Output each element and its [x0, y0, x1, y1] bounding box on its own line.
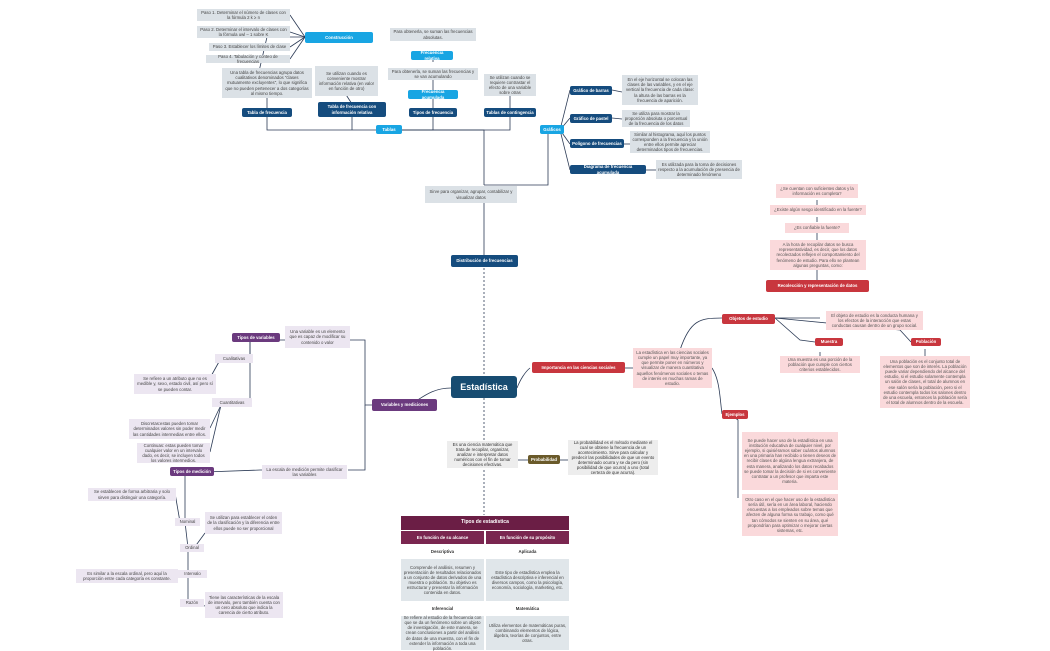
tipos-col-alcance: En función de su alcance	[401, 531, 484, 544]
muestra-desc: Una muestra es una porción de la poblaci…	[780, 356, 860, 373]
poblacion-node[interactable]: Población	[911, 338, 941, 346]
construccion-node[interactable]: Construcción	[305, 32, 373, 43]
ejemplos-node[interactable]: Ejemplos	[722, 410, 748, 419]
importancia-node[interactable]: Importancia en las ciencias sociales	[532, 362, 625, 373]
central-topic[interactable]: Estadística	[451, 376, 517, 398]
diagrama-acumulada-node[interactable]: Diagrama de frecuencia acumulada	[570, 164, 646, 175]
paso-1: Paso 1. Determinar el número de clases c…	[197, 9, 290, 21]
cualitativas-desc: Se refiere a un atributo que no es medib…	[134, 374, 216, 394]
distribucion-desc: Sirve para organizar, agrupar, contabili…	[425, 186, 517, 203]
tablas-node[interactable]: Tablas	[376, 125, 402, 134]
razon-desc: Tiene las características de la escala d…	[205, 592, 283, 618]
medicion-desc: La escala de medición permite clasificar…	[262, 465, 347, 479]
paso-2: Paso 2. Determinar el intervalo de clase…	[197, 26, 290, 38]
nominal-desc: Se establecen de forma arbitraria y solo…	[88, 488, 176, 501]
objetos-desc: El objeto de estudio es la conducta huma…	[826, 311, 923, 330]
tabla-relativa-desc: Se utilizan cuando es conveniente mostra…	[315, 66, 378, 96]
matematica-header: Matemática	[486, 603, 569, 615]
matematica-desc: Utiliza elementos de matemáticas puras, …	[486, 616, 569, 650]
probabilidad-node[interactable]: Probabilidad	[528, 455, 560, 464]
frecuencia-relativa-desc: Para obtenerla, se suman las frecuencias…	[390, 28, 476, 41]
grafico-barras-desc: En el eje horizontal se colocan las clas…	[622, 75, 698, 105]
ejemplo-1: Se puede hacer uso de la estadística en …	[742, 432, 838, 490]
objetos-node[interactable]: Objetos de estudio	[722, 314, 775, 324]
pregunta-2: ¿Existe algún sesgo identificado en la f…	[770, 205, 866, 215]
paso-4: Paso 4. Tabulación y conteo de frecuenci…	[206, 54, 290, 64]
poligono-node[interactable]: Polígono de frecuencias	[570, 139, 624, 148]
descriptiva-desc: Comprende el análisis, resumen y present…	[401, 559, 484, 601]
ordinal-node[interactable]: Ordinal	[180, 544, 204, 552]
razon-node[interactable]: Razón	[180, 599, 204, 607]
tipos-frecuencia-node[interactable]: Tipos de frecuencia	[409, 108, 457, 117]
frecuencia-acumulada-desc: Para obtenerla, se suman las frecuencias…	[388, 68, 478, 80]
pregunta-1: ¿Se cuentan con suficientes datos y la i…	[776, 184, 858, 198]
intervalo-node[interactable]: Intervalo	[178, 570, 207, 578]
descriptiva-header: Descriptiva	[401, 546, 484, 558]
frecuencia-acumulada-node[interactable]: Frecuencia acumulada	[408, 89, 458, 100]
poblacion-desc: Una población es el conjunto total de el…	[880, 356, 970, 408]
probabilidad-desc: La probabilidad es el método mediante el…	[568, 440, 658, 475]
tabla-frecuencia-node[interactable]: Tabla de frecuencia	[242, 108, 292, 117]
tipos-medicion-node[interactable]: Tipos de medición	[170, 467, 214, 476]
variables-node[interactable]: Variables y mediciones	[372, 399, 437, 411]
contingencia-node[interactable]: Tablas de contingencia	[484, 108, 536, 117]
cualitativas-node[interactable]: Cualitativas	[215, 354, 253, 363]
tipos-variables-desc: Una variable es un elemento que es capaz…	[285, 326, 350, 348]
inferencial-header: Inferencial	[401, 603, 484, 615]
ejemplo-2: Otro caso en el que hacer uso de la esta…	[742, 494, 838, 536]
aplicada-desc: Este tipo de estadística emplea la estad…	[486, 559, 569, 601]
tabla-frecuencia-desc: Una tabla de frecuencias agrupa datos cu…	[222, 68, 312, 98]
nominal-node[interactable]: Nominal	[175, 518, 200, 526]
intervalo-desc: Es similar a la escala ordinal, pero aqu…	[76, 569, 178, 583]
ordinal-desc: Se utilizan para establecer el orden de …	[205, 512, 282, 534]
continuas-desc: Continuas: estas pueden tomar cualquier …	[137, 443, 210, 463]
frecuencia-relativa-node[interactable]: Frecuencia relativa	[411, 50, 453, 61]
contingencia-desc: Se utilizan cuando se requiere contrasta…	[484, 74, 536, 96]
recoleccion-desc: A la hora de recopilar datos se busca re…	[770, 240, 866, 270]
graficos-node[interactable]: Gráficos	[540, 125, 564, 134]
tipos-col-proposito: En función de su propósito	[486, 531, 569, 544]
tipos-variables-node[interactable]: Tipos de variables	[232, 333, 280, 342]
cuantitativas-node[interactable]: Cuantitativas	[212, 398, 252, 407]
tipos-estadistica-title: Tipos de estadística	[401, 516, 569, 530]
inferencial-desc: Se refiere al estudio de la frecuencia c…	[401, 615, 484, 651]
grafico-pastel-desc: Se utiliza para mostrar la proporción ab…	[622, 110, 690, 127]
distribucion-node[interactable]: Distribución de frecuencias	[451, 255, 518, 267]
estadistica-definicion: Es una ciencia matemática que trata de r…	[447, 441, 518, 468]
importancia-desc: La estadística en las ciencias sociales …	[633, 348, 712, 388]
muestra-node[interactable]: Muestra	[815, 338, 843, 346]
grafico-barras-node[interactable]: Gráfico de barras	[570, 86, 612, 95]
tabla-relativa-node[interactable]: Tabla de frecuencia con información rela…	[318, 102, 386, 117]
pregunta-3: ¿Es confiable la fuente?	[785, 223, 849, 233]
diagrama-acumulada-desc: Es utilizada para la toma de decisiones …	[656, 160, 742, 179]
recoleccion-node[interactable]: Recolección y representación de datos	[766, 280, 869, 292]
aplicada-header: Aplicada	[486, 546, 569, 558]
poligono-desc: Similar al histograma, aquí los puntos c…	[630, 131, 710, 153]
discretas-desc: Discretas:estas pueden tomar determinado…	[129, 419, 210, 439]
grafico-pastel-node[interactable]: Gráfico de pastel	[570, 114, 612, 123]
paso-3: Paso 3. Establecer los límites de clase	[209, 43, 290, 51]
